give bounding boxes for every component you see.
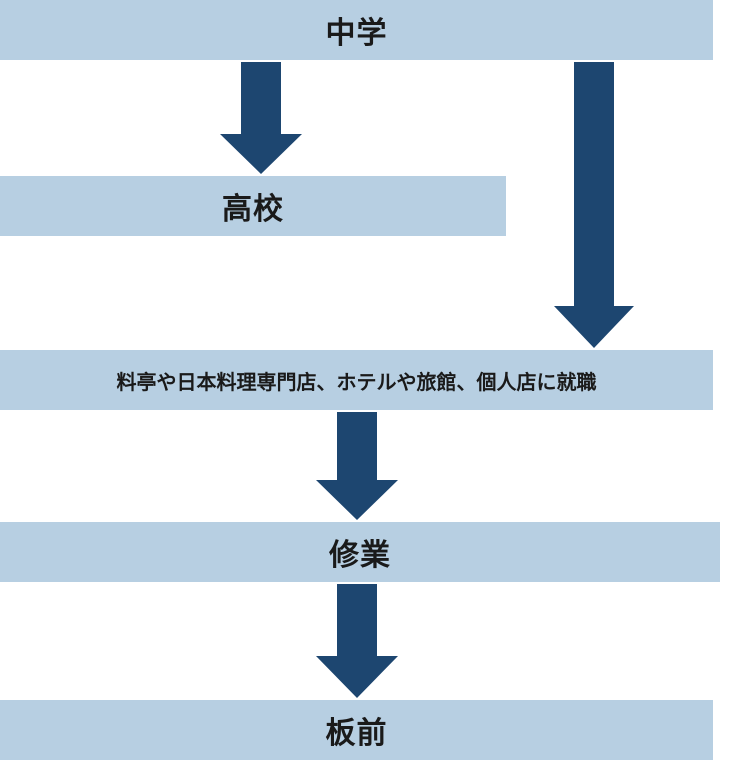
step-training-label: 修業 <box>329 538 391 573</box>
step-high-school-label: 高校 <box>222 192 284 227</box>
arrow-training-to-itamae <box>316 584 398 698</box>
step-itamae-box: 板前 <box>0 700 713 760</box>
step-employment-box: 料亭や日本料理専門店、ホテルや旅館、個人店に就職 <box>0 350 713 410</box>
arrow-junior-high-to-high-school <box>220 62 302 174</box>
step-high-school-box: 高校 <box>0 176 506 236</box>
step-junior-high-box: 中学 <box>0 0 713 60</box>
step-training-box: 修業 <box>0 522 720 582</box>
arrow-junior-high-to-employment <box>554 62 634 348</box>
step-itamae-label: 板前 <box>325 716 388 751</box>
step-employment-label: 料亭や日本料理専門店、ホテルや旅館、個人店に就職 <box>116 369 597 394</box>
step-junior-high-label: 中学 <box>325 16 388 51</box>
arrow-employment-to-training <box>316 412 398 520</box>
